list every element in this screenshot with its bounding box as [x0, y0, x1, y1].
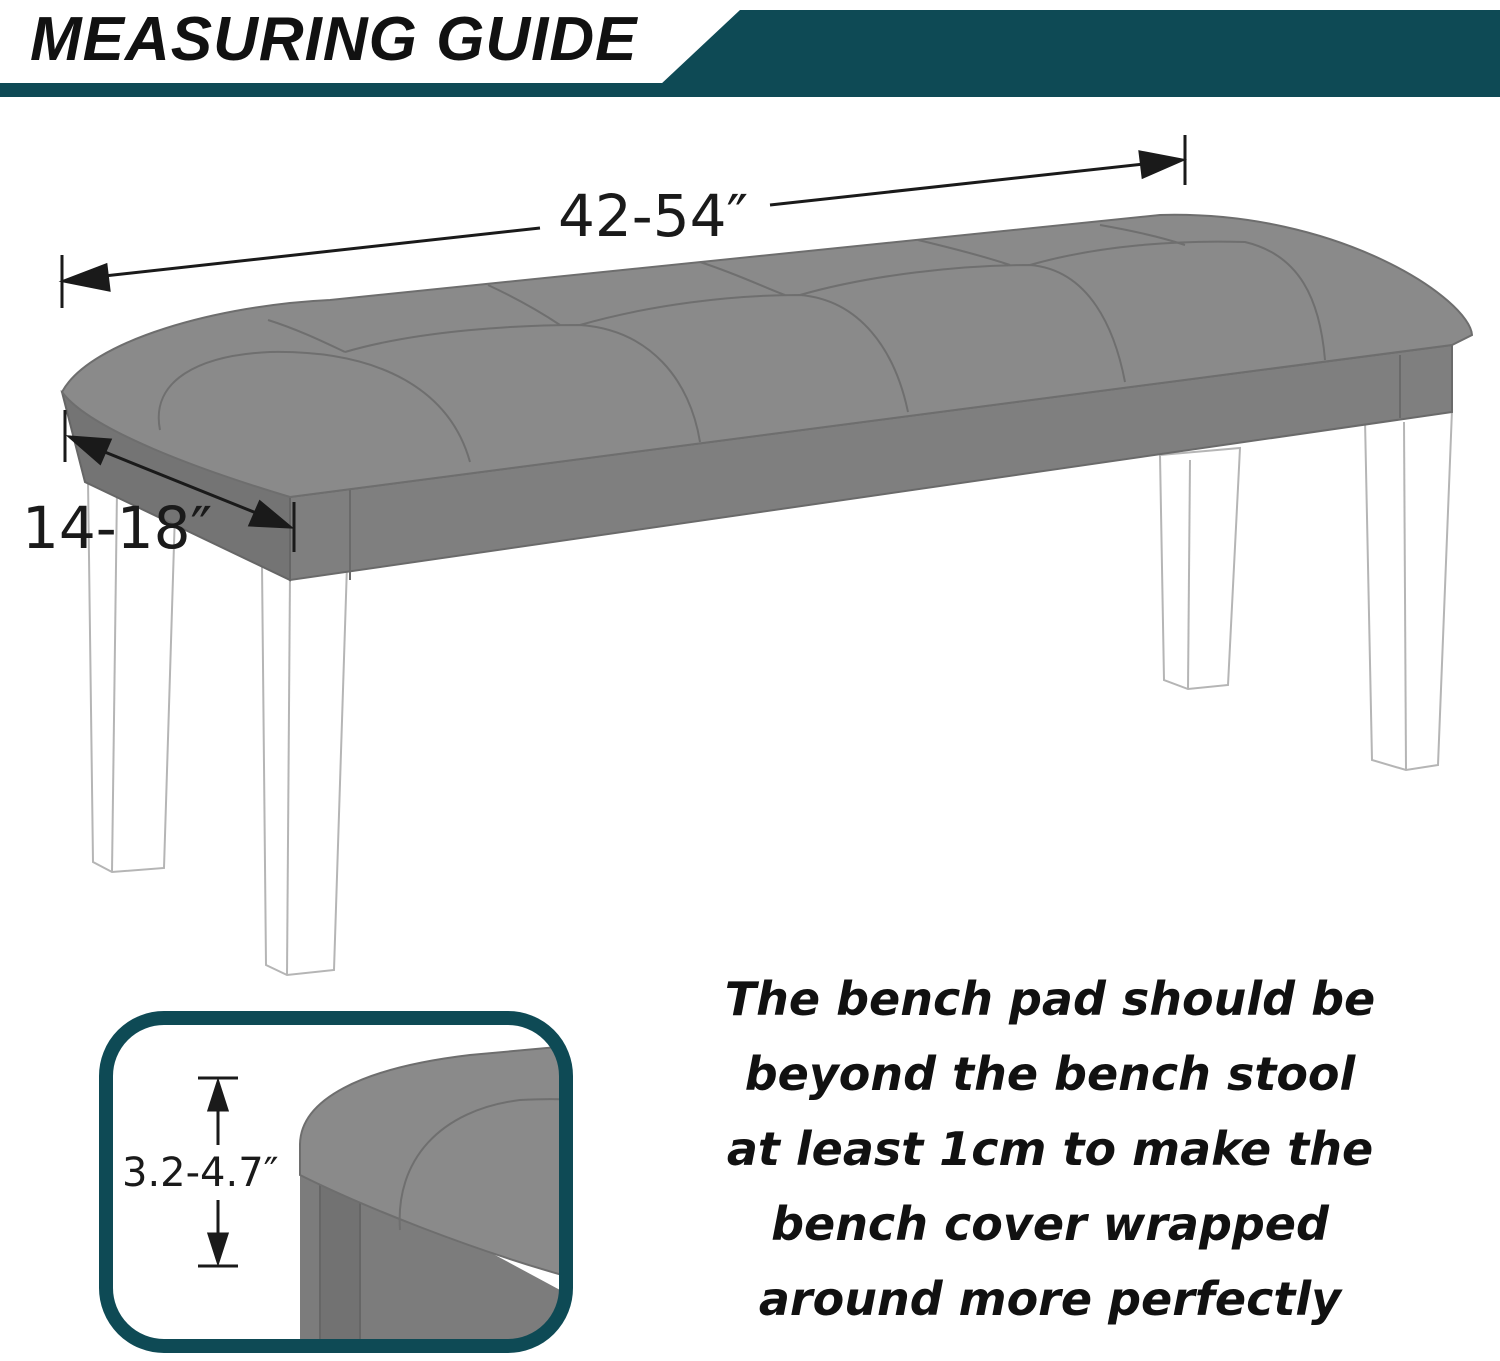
length-line-right	[769, 158, 1181, 207]
inset-corner-apron	[319, 1178, 361, 1346]
bench-leg-front-left	[260, 564, 349, 977]
tuft-seam	[917, 239, 1011, 266]
height-label: 3.2-4.7″	[122, 1150, 279, 1196]
inset-cushion-top	[299, 1043, 566, 1282]
height-arrowhead-bottom	[206, 1232, 230, 1267]
bench-leg-edge	[111, 489, 118, 873]
tuft-seam	[579, 293, 909, 413]
tuft-seam	[157, 350, 471, 463]
length-arrowhead-left	[58, 262, 111, 292]
inset-frame	[99, 1011, 573, 1353]
tuft-seam	[267, 319, 346, 353]
height-dimension	[198, 1076, 238, 1268]
bench-leg-front-right	[1363, 408, 1454, 772]
tuft-seam	[799, 263, 1126, 383]
depth-line	[74, 438, 287, 527]
inset-tuft-seam	[398, 1098, 566, 1231]
length-arrowhead-right	[1138, 150, 1188, 180]
depth-dimension	[63, 410, 296, 552]
bench-leg-edge	[286, 574, 291, 976]
tuft-seam	[699, 261, 786, 296]
page-title: MEASURING GUIDE	[30, 5, 638, 74]
note-line: The bench pad should be	[724, 972, 1376, 1026]
fitting-note: The bench pad should be beyond the bench…	[700, 962, 1400, 1337]
bench-leg-edge	[1187, 459, 1191, 690]
inset-detail	[99, 1011, 573, 1353]
tuft-seam	[487, 284, 561, 326]
note-line: beyond the bench stool	[744, 1047, 1356, 1101]
bench-leg-back-right	[1158, 446, 1242, 691]
length-line-left	[67, 226, 541, 282]
note-line: bench cover wrapped	[771, 1197, 1329, 1251]
depth-label: 14-18″	[22, 494, 213, 562]
length-dimension	[58, 135, 1188, 308]
tuft-seam	[1099, 224, 1186, 246]
banner-underline	[0, 83, 1500, 97]
height-arrowhead-top	[206, 1077, 230, 1112]
inset-zoom	[106, 1018, 566, 1346]
tuft-seam	[1029, 240, 1326, 361]
depth-arrowhead-top	[65, 435, 113, 466]
bench-cushion	[60, 213, 1474, 582]
tuft-seam	[344, 323, 701, 443]
banner-shape	[660, 10, 1500, 85]
cushion-tufting	[157, 224, 1326, 463]
cushion-top	[60, 213, 1474, 499]
length-label: 42-54″	[558, 182, 749, 250]
bench-leg-edge	[1403, 421, 1407, 771]
depth-arrowhead-bottom	[247, 499, 295, 529]
note-line: around more perfectly	[758, 1272, 1342, 1326]
note-line: at least 1cm to make the	[726, 1122, 1374, 1176]
banner	[0, 10, 1500, 97]
